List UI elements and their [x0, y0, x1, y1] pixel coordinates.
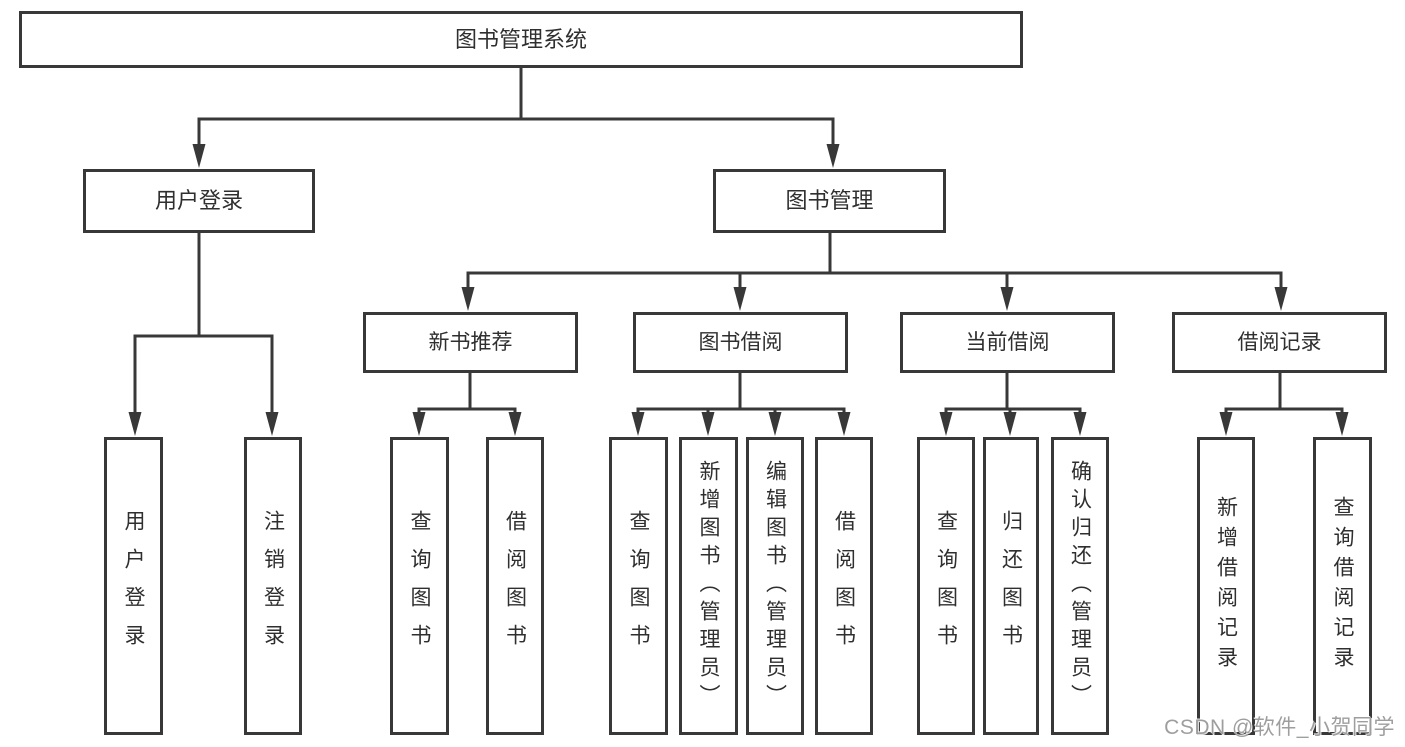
- node-cb-return-book-label: 归还图书: [999, 510, 1023, 662]
- node-leaf-logout: 注销登录: [244, 437, 302, 735]
- node-bb-query-book: 查询图书: [609, 437, 668, 735]
- node-rec-query-book-label: 查询图书: [408, 510, 431, 662]
- node-br-query-record: 查询借阅记录: [1313, 437, 1372, 735]
- node-current-borrowing: 当前借阅: [900, 312, 1115, 373]
- node-bb-borrow-book-label: 借阅图书: [832, 510, 856, 662]
- csdn-watermark: CSDN @软件_小贺同学: [1164, 716, 1395, 739]
- node-br-add-record-label: 新增借阅记录: [1214, 496, 1238, 676]
- node-leaf-logout-label: 注销登录: [261, 510, 285, 662]
- node-root-label: 图书管理系统: [454, 26, 587, 52]
- node-bb-add-book-admin: 新增图书（管理员）: [679, 437, 738, 735]
- node-cb-confirm-return-admin: 确认归还（管理员）: [1051, 437, 1109, 735]
- node-rec-query-book: 查询图书: [390, 437, 449, 735]
- arrowheads: [128, 144, 1349, 436]
- node-leaf-user-login-label: 用户登录: [122, 510, 145, 662]
- node-rec-borrow-book: 借阅图书: [486, 437, 544, 735]
- node-book-management: 图书管理: [713, 169, 946, 233]
- node-cb-return-book: 归还图书: [983, 437, 1039, 735]
- node-borrowing-records: 借阅记录: [1172, 312, 1387, 373]
- node-book-management-label: 图书管理: [785, 188, 874, 213]
- node-bb-edit-book-admin-label: 编辑图书（管理员）: [763, 460, 787, 712]
- node-borrowing-records-label: 借阅记录: [1237, 331, 1322, 354]
- node-new-book-recommend-label: 新书推荐: [428, 331, 513, 354]
- node-rec-borrow-book-label: 借阅图书: [503, 510, 527, 662]
- node-user-login: 用户登录: [83, 169, 315, 233]
- node-user-login-label: 用户登录: [154, 188, 243, 213]
- node-leaf-user-login: 用户登录: [104, 437, 163, 735]
- node-bb-query-book-label: 查询图书: [627, 510, 650, 662]
- node-current-borrowing-label: 当前借阅: [965, 331, 1050, 354]
- node-bb-borrow-book: 借阅图书: [815, 437, 873, 735]
- node-new-book-recommend: 新书推荐: [363, 312, 578, 373]
- node-book-borrowing: 图书借阅: [633, 312, 848, 373]
- node-root: 图书管理系统: [19, 11, 1023, 68]
- node-cb-confirm-return-admin-label: 确认归还（管理员）: [1068, 460, 1092, 712]
- node-book-borrowing-label: 图书借阅: [698, 331, 783, 354]
- node-bb-add-book-admin-label: 新增图书（管理员）: [697, 460, 720, 712]
- node-br-add-record: 新增借阅记录: [1197, 437, 1255, 735]
- node-cb-query-book-label: 查询图书: [934, 510, 958, 662]
- node-cb-query-book: 查询图书: [917, 437, 975, 735]
- node-bb-edit-book-admin: 编辑图书（管理员）: [746, 437, 804, 735]
- node-br-query-record-label: 查询借阅记录: [1331, 496, 1354, 676]
